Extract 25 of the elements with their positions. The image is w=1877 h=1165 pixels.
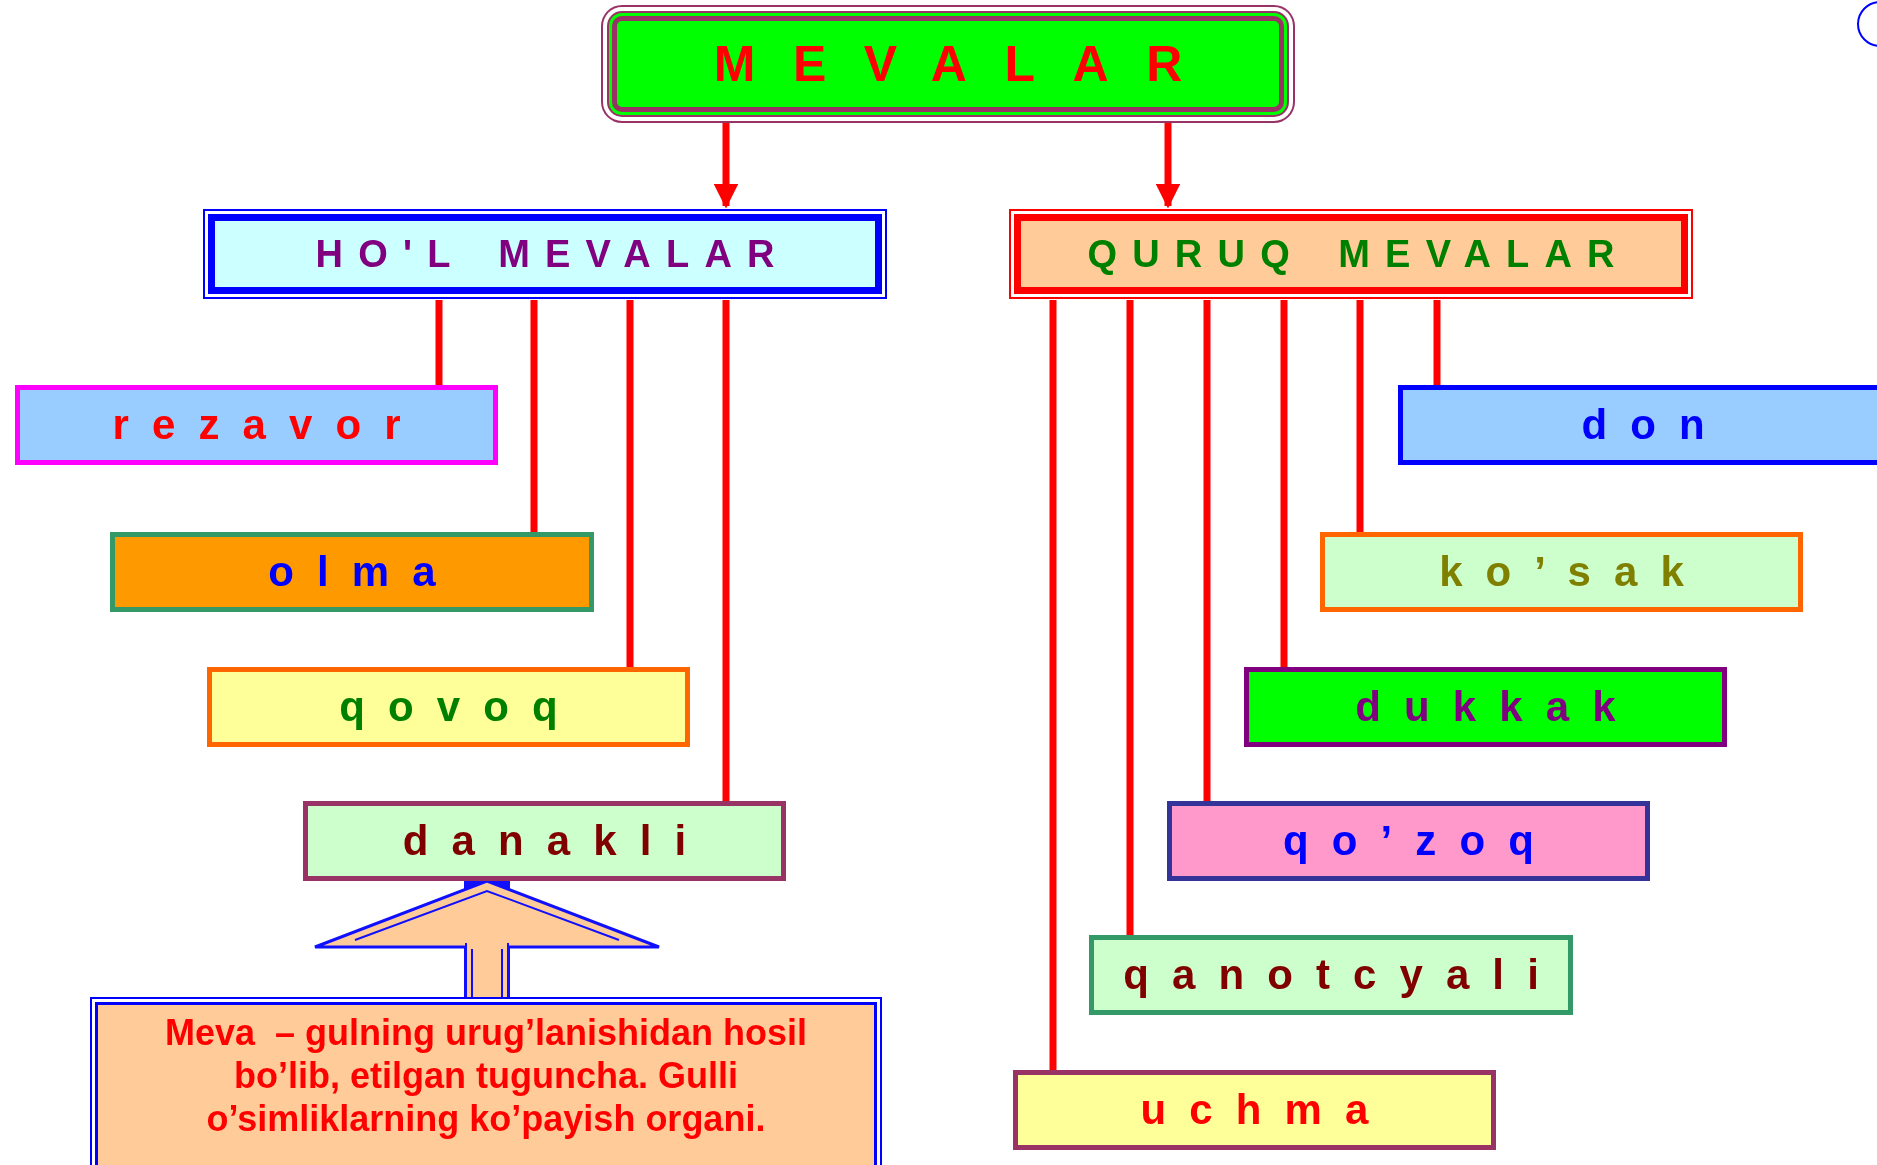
node-label: ko’sak xyxy=(1439,548,1707,596)
node-label: qo’zoq xyxy=(1283,817,1557,865)
fruit-type-box xyxy=(1089,935,1573,1015)
node-label: olma xyxy=(268,548,459,596)
node-label: danakli xyxy=(402,817,710,865)
node-label: rezavor xyxy=(112,401,424,449)
fruit-type-box xyxy=(110,532,594,612)
fruit-type-box xyxy=(303,801,786,881)
fruit-type-box xyxy=(207,667,690,747)
fruit-type-box xyxy=(1398,385,1877,465)
block-arrow xyxy=(313,879,661,1000)
node-label: qanotcyali xyxy=(1123,951,1562,999)
fruit-type-box xyxy=(1013,1070,1496,1150)
node-label: qovoq xyxy=(339,683,581,731)
node-label: HO'L MEVALAR xyxy=(315,232,790,276)
fruit-type-box xyxy=(1244,667,1727,747)
node-label: QURUQ MEVALAR xyxy=(1087,232,1630,276)
definition-text: Meva – gulning urug’lanishidan hosil bo’lib, etilgan tuguncha. Gulli o’simliklarning ko’payish organi. xyxy=(163,1011,809,1141)
node-label: dukkak xyxy=(1355,683,1639,731)
node-label: uchma xyxy=(1140,1086,1392,1134)
node-label: don xyxy=(1581,401,1728,449)
fruit-type-box xyxy=(1167,801,1650,881)
node-label: MEVALAR xyxy=(713,35,1220,93)
fruit-type-box xyxy=(15,385,498,465)
fruit-type-box xyxy=(1320,532,1803,612)
